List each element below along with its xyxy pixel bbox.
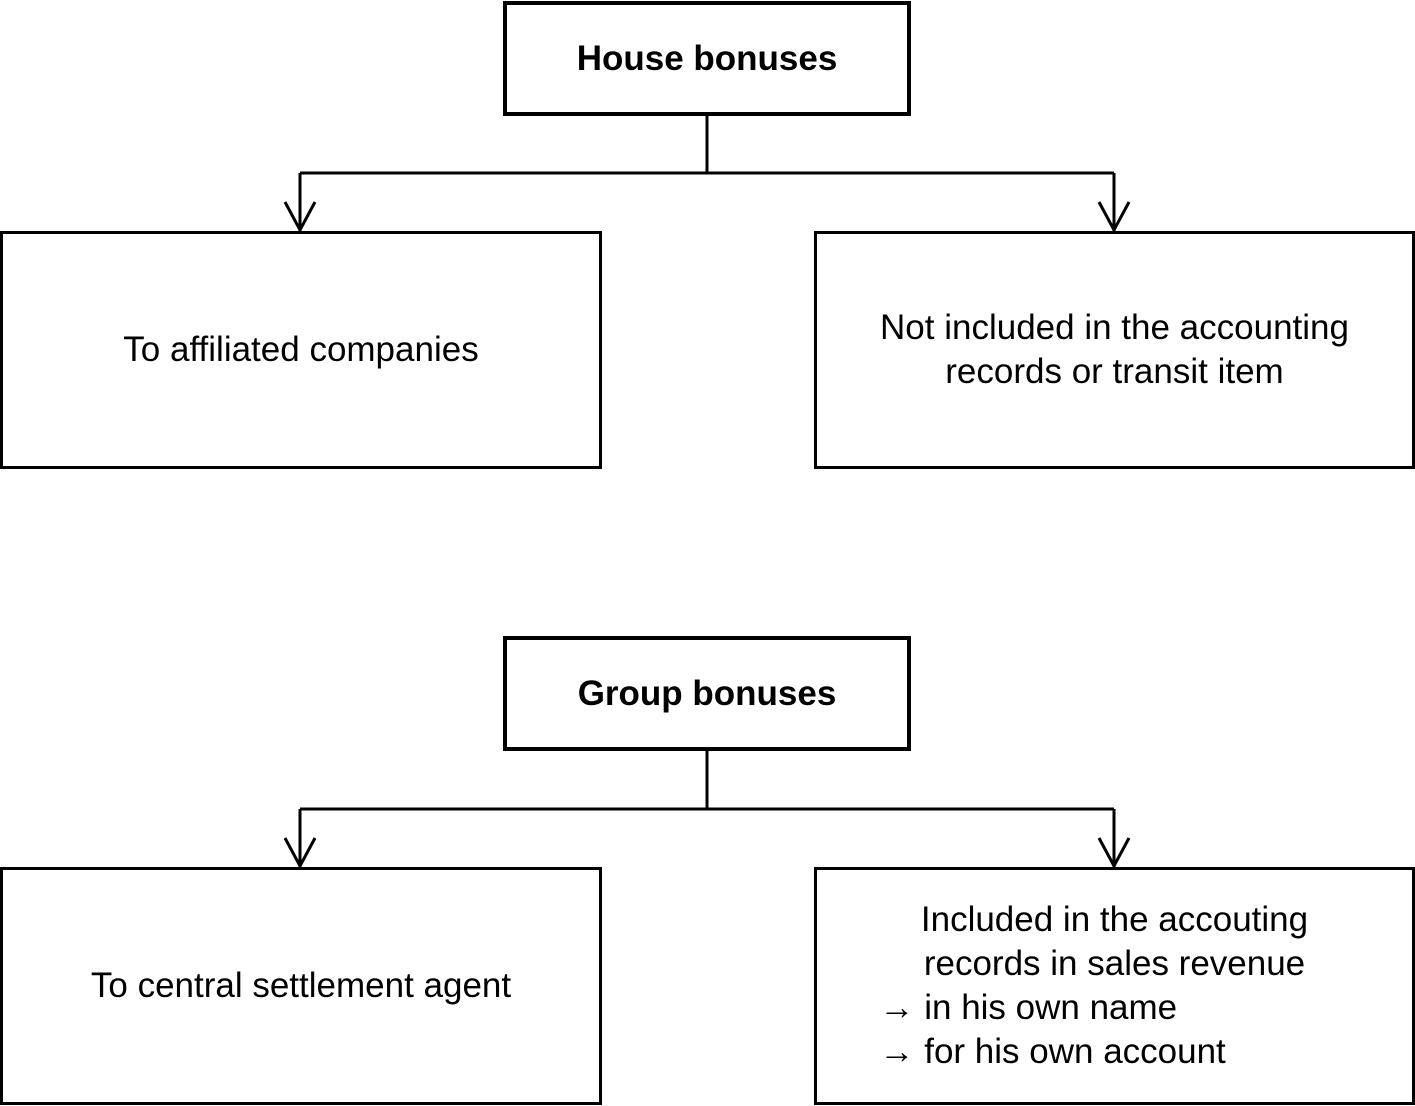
affiliated-companies-label: To affiliated companies	[123, 330, 479, 369]
included-sales-revenue-content: Included in the accouting records in sal…	[880, 898, 1350, 1074]
not-included-label: Not included in the accounting records o…	[880, 308, 1349, 391]
affiliated-companies-box: To affiliated companies	[0, 231, 602, 469]
bullet-own-account: → for his own account	[879, 1032, 1226, 1071]
central-settlement-label: To central settlement agent	[90, 966, 512, 1005]
not-included-box: Not included in the accounting records o…	[814, 231, 1415, 469]
house-bonuses-label: House bonuses	[576, 38, 838, 78]
included-sales-revenue-box: Included in the accouting records in sal…	[814, 867, 1415, 1105]
central-settlement-box: To central settlement agent	[0, 867, 602, 1105]
group-bonuses-label: Group bonuses	[577, 673, 837, 713]
included-line-2: records in sales revenue	[923, 944, 1306, 983]
bullet-own-name: → in his own name	[879, 988, 1178, 1027]
group-bonuses-box: Group bonuses	[503, 636, 911, 751]
house-bonuses-box: House bonuses	[503, 1, 911, 116]
included-line-1: Included in the accouting	[920, 900, 1309, 939]
